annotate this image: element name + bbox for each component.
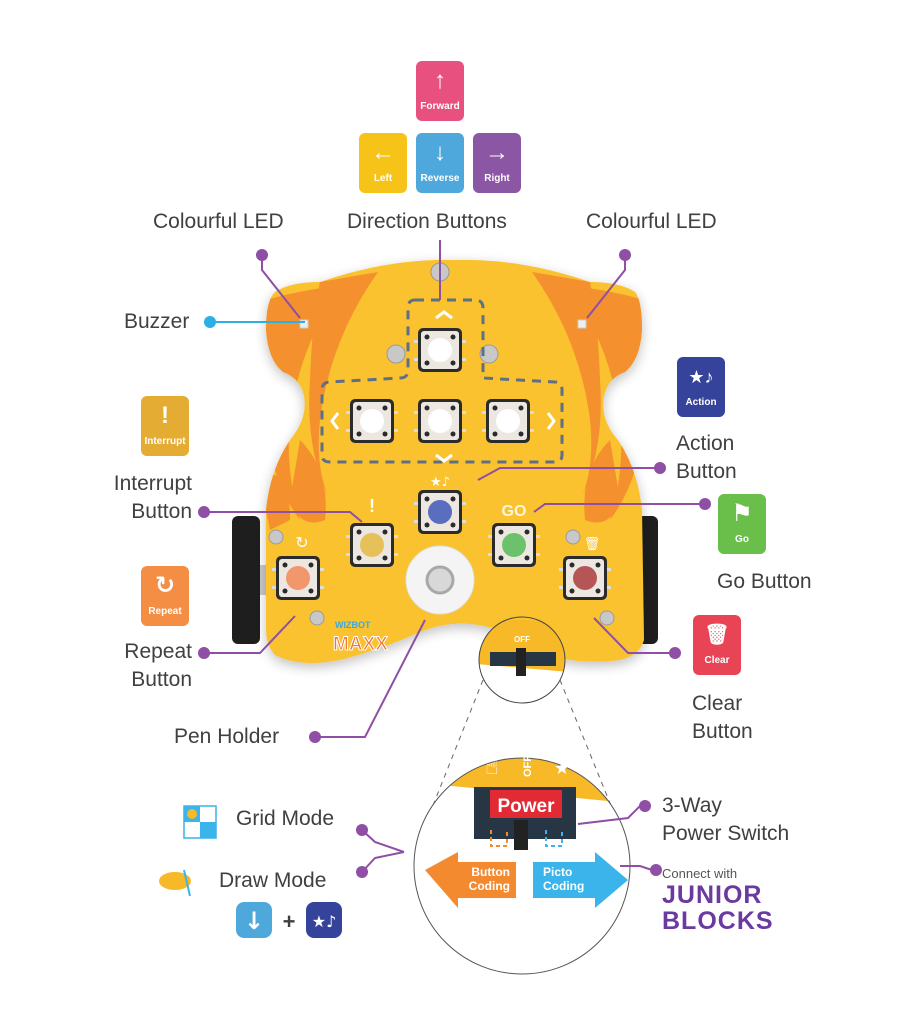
pen-holder bbox=[405, 545, 475, 615]
left-led bbox=[299, 319, 309, 329]
repeat-icon: ↻ bbox=[154, 572, 176, 599]
interrupt-button-label: Interrupt Button bbox=[113, 472, 192, 523]
flame-pattern bbox=[266, 272, 644, 530]
clear-button[interactable] bbox=[559, 556, 611, 600]
clear-board-icon: 🗑 bbox=[584, 536, 601, 552]
direction-buttons-label: Direction Buttons bbox=[347, 210, 507, 233]
reverse-button[interactable] bbox=[414, 399, 466, 443]
button-coding-label: Button Coding bbox=[468, 865, 510, 893]
left-tile: ← Left bbox=[359, 133, 407, 193]
right-tile: → Right bbox=[473, 133, 521, 193]
off-label: OFF bbox=[522, 755, 534, 777]
zoom-line-left bbox=[431, 679, 484, 809]
picto-cards-icon: ★ bbox=[554, 758, 570, 779]
go-button-label: Go Button bbox=[717, 570, 812, 593]
go-board-label: GO bbox=[502, 503, 527, 520]
logo-top: WIZBOT bbox=[335, 620, 371, 630]
draw-mode-combo bbox=[236, 902, 342, 938]
repeat-tile: ↻ Repeat bbox=[141, 566, 189, 626]
exclamation-icon: ! bbox=[161, 402, 169, 429]
colourful-led-right-label: Colourful LED bbox=[586, 210, 717, 233]
interrupt-button[interactable] bbox=[346, 523, 398, 567]
button-coding-arrow bbox=[425, 852, 516, 908]
right-led bbox=[577, 319, 587, 329]
touch-icon: ☝ bbox=[485, 755, 498, 780]
action-board-icon: ★♪ bbox=[430, 475, 450, 490]
action-combo-icon: ★♪ bbox=[312, 912, 337, 931]
right-arrow-icon: → bbox=[485, 139, 509, 166]
clear-button-label: Clear Button bbox=[692, 692, 753, 743]
direction-chevrons bbox=[330, 310, 556, 463]
forward-button[interactable] bbox=[414, 328, 466, 372]
plus-sign: + bbox=[283, 909, 296, 934]
svg-text:OFF: OFF bbox=[514, 635, 530, 644]
junior-blocks-logo: JUNIOR BLOCKS bbox=[662, 881, 774, 935]
power-switch-label: 3-Way Power Switch bbox=[662, 794, 790, 845]
clear-tile: 🗑 Clear bbox=[693, 615, 741, 675]
reverse-tile: ↓ Reverse bbox=[416, 133, 464, 193]
callout-dots bbox=[198, 249, 711, 878]
power-switch-detail bbox=[413, 757, 631, 975]
zoom-line-right bbox=[559, 679, 613, 809]
logo-bottom: MAXX bbox=[333, 634, 388, 655]
repeat-button-label: Repeat Button bbox=[124, 640, 192, 691]
buzzer-label: Buzzer bbox=[124, 310, 190, 333]
up-arrow-icon: ↑ bbox=[434, 67, 446, 94]
action-button[interactable] bbox=[414, 490, 466, 534]
draw-mode-label: Draw Mode bbox=[219, 869, 327, 892]
pen-holder-label: Pen Holder bbox=[174, 725, 280, 748]
power-label-bg bbox=[490, 790, 562, 818]
interrupt-tile: ! Interrupt bbox=[141, 396, 189, 456]
buzzer-dot bbox=[204, 316, 216, 328]
left-button[interactable] bbox=[346, 399, 398, 443]
grid-mode-label: Grid Mode bbox=[236, 807, 335, 830]
switch-zoom-source: OFF bbox=[478, 616, 566, 704]
reverse-combo-icon: ↓ bbox=[244, 907, 264, 935]
draw-mode-icon bbox=[159, 869, 191, 897]
interrupt-mark: ! bbox=[369, 496, 375, 516]
right-button[interactable] bbox=[482, 399, 534, 443]
left-arrow-icon: ← bbox=[371, 139, 395, 166]
picto-coding-label: Picto Coding bbox=[543, 865, 585, 893]
direction-button-outline bbox=[320, 298, 564, 464]
flag-icon: ⚑ bbox=[731, 500, 753, 527]
left-wheel bbox=[232, 516, 270, 644]
grid-mode-icon bbox=[183, 805, 217, 839]
go-button[interactable] bbox=[488, 523, 540, 567]
action-tile: ★♪ Action bbox=[677, 357, 725, 417]
repeat-board-icon: ↻ bbox=[295, 533, 308, 552]
connect-with-text: Connect with bbox=[662, 866, 738, 881]
trash-icon: 🗑 bbox=[704, 624, 730, 646]
action-button-label: Action Button bbox=[676, 432, 737, 483]
forward-tile: ↑ Forward bbox=[416, 61, 464, 121]
down-arrow-icon: ↓ bbox=[434, 139, 446, 166]
go-tile: ⚑ Go bbox=[718, 494, 766, 554]
repeat-button[interactable] bbox=[272, 556, 324, 600]
star-music-icon: ★♪ bbox=[688, 367, 714, 387]
power-label: Power bbox=[497, 796, 555, 817]
colourful-led-left-label: Colourful LED bbox=[153, 210, 284, 233]
picto-coding-arrow bbox=[533, 852, 628, 908]
switch-slider bbox=[514, 820, 528, 850]
